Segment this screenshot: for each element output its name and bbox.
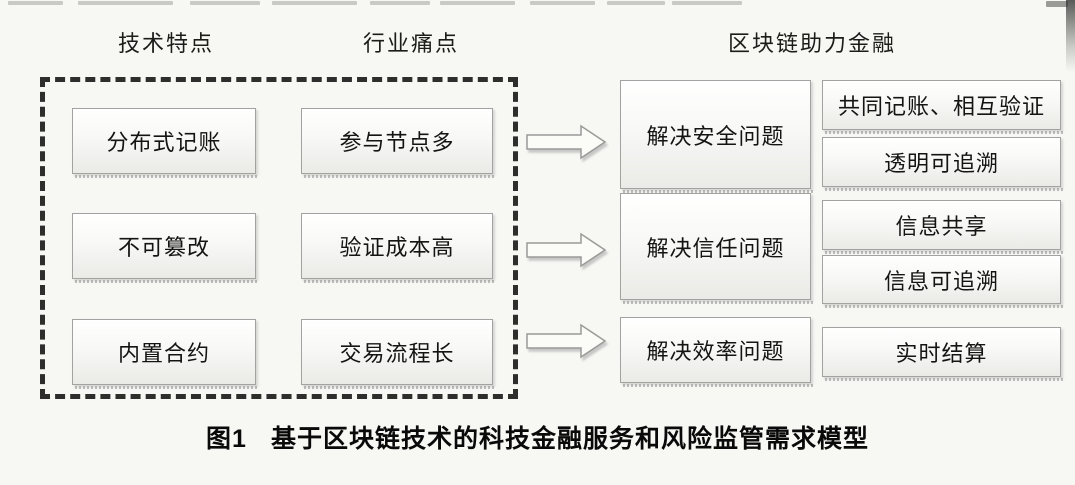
scan-noise-dash	[607, 1, 665, 5]
scan-noise-dash	[272, 1, 357, 5]
figure-title: 基于区块链技术的科技金融服务和风险监管需求模型	[270, 425, 869, 453]
right-arrow-icon	[526, 124, 607, 160]
pain-point-box: 验证成本高	[301, 213, 496, 283]
right-arrow-icon	[526, 323, 607, 359]
scan-noise-dash	[672, 1, 742, 5]
scan-noise-dash	[530, 1, 595, 5]
tech-feature-box: 内置合约	[72, 319, 259, 389]
figure-caption: 图1 基于区块链技术的科技金融服务和风险监管需求模型	[0, 419, 1075, 455]
scan-noise-dash	[78, 1, 173, 5]
tech-pain-dashed-frame	[40, 77, 518, 399]
solution-box: 解决效率问题	[620, 317, 814, 387]
solution-box: 解决信任问题	[620, 193, 814, 304]
scan-noise-dash	[190, 1, 260, 5]
scan-noise-strip	[1066, 0, 1075, 72]
benefit-box: 透明可追溯	[822, 137, 1064, 191]
solution-box: 解决安全问题	[620, 80, 814, 193]
right-arrow-icon	[526, 232, 607, 268]
tech-column-header: 技术特点	[117, 31, 214, 56]
pain-point-box: 交易流程长	[301, 319, 496, 389]
figure-number: 图1	[206, 425, 247, 453]
scan-noise-dash	[8, 1, 63, 5]
pain-column-header: 行业痛点	[362, 31, 459, 56]
solution-column-header: 区块链助力金融	[727, 31, 896, 56]
benefit-box: 信息共享	[822, 200, 1064, 254]
benefit-box: 实时结算	[822, 327, 1064, 381]
scan-noise-dash	[370, 1, 430, 5]
tech-feature-box: 分布式记账	[72, 108, 259, 178]
scan-noise-dash	[1046, 1, 1068, 7]
pain-point-box: 参与节点多	[301, 108, 496, 178]
scan-noise-dash	[440, 1, 515, 5]
benefit-box: 共同记账、相互验证	[822, 80, 1064, 134]
tech-feature-box: 不可篡改	[72, 213, 259, 283]
benefit-box: 信息可追溯	[822, 255, 1064, 308]
